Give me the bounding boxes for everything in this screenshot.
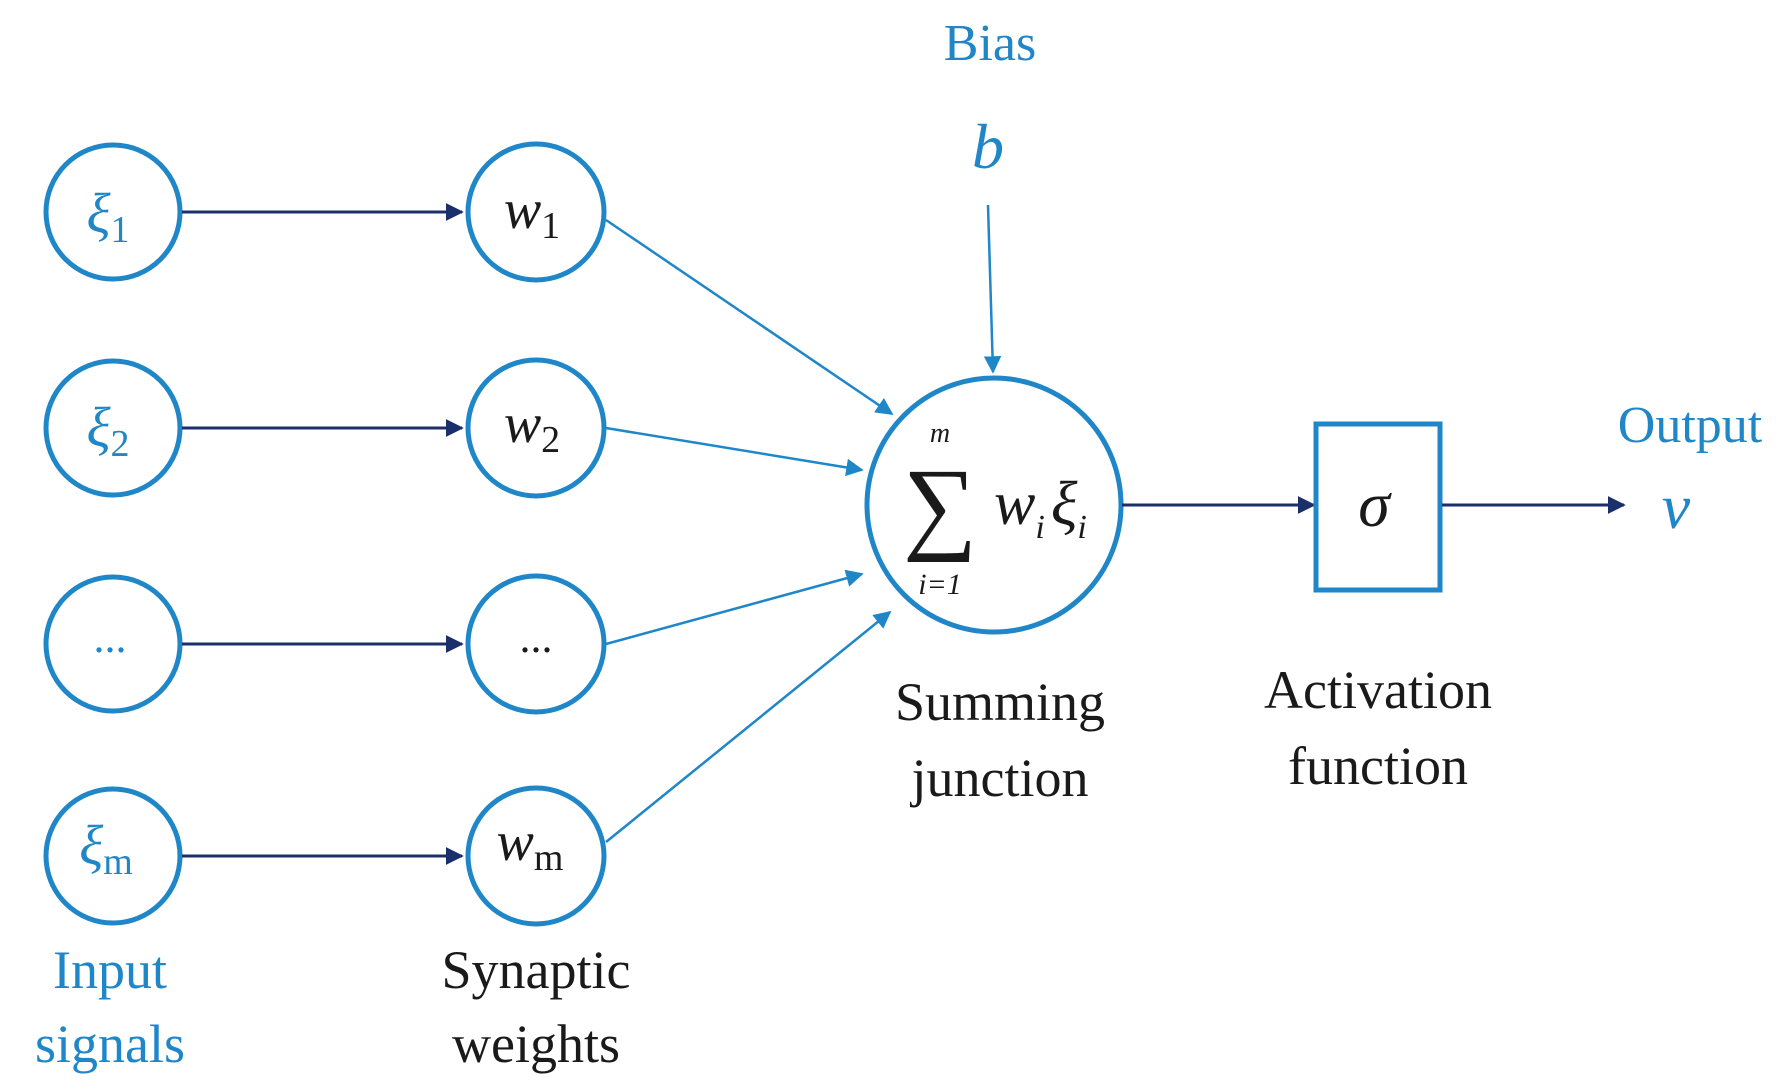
sum-input-index: i <box>1077 509 1086 546</box>
arrow-weight-ellipsis-sum <box>605 569 864 646</box>
weight-2-subscript: 2 <box>541 419 560 461</box>
input-node-ellipsis: ... <box>43 574 183 714</box>
weight-1-symbol: w <box>504 179 541 241</box>
activation-function-label-line2: function <box>1288 736 1468 796</box>
output-title: Output <box>1618 397 1763 454</box>
sum-input: ξ <box>1051 470 1078 538</box>
arrow-weight2-sum <box>605 426 864 477</box>
sum-weight-index: i <box>1035 509 1044 546</box>
input-node-1: ξ1 <box>43 142 183 282</box>
sigma-symbol: ∑ <box>903 448 977 563</box>
input-m-subscript: m <box>103 841 133 883</box>
svg-text:ξm: ξm <box>79 815 133 883</box>
svg-text:wiξi: wiξi <box>994 470 1087 546</box>
activation-box: σ <box>1313 421 1443 593</box>
weight-2-symbol: w <box>504 393 541 455</box>
weight-1-subscript: 1 <box>541 205 560 247</box>
summing-junction-label-line1: Summing <box>895 672 1105 732</box>
output-symbol: v <box>1662 471 1691 542</box>
input-1-subscript: 1 <box>110 209 129 251</box>
weight-m-symbol: w <box>497 811 534 873</box>
input-signals-label-line1: Input <box>53 940 167 1000</box>
bias-arrow <box>983 204 1002 374</box>
input-node-m: ξm <box>43 786 183 926</box>
svg-text:w2: w2 <box>504 393 560 461</box>
synaptic-weights-label-line1: Synaptic <box>442 940 631 1000</box>
input-signals-label-line2: signals <box>35 1014 185 1074</box>
weight-node-ellipsis: ... <box>465 573 607 715</box>
svg-text:ξ1: ξ1 <box>87 183 130 251</box>
summing-junction-label-line2: junction <box>910 748 1089 808</box>
input-node-2: ξ2 <box>43 358 183 498</box>
input-ellipsis: ... <box>94 613 127 662</box>
arrow-weight1-sum <box>605 218 894 416</box>
arrow-weightm-sum <box>605 610 892 843</box>
weight-node-2: w2 <box>465 357 607 499</box>
input-m-symbol: ξ <box>79 815 103 877</box>
sum-weight: w <box>994 470 1035 538</box>
synaptic-weights-label-line2: weights <box>452 1014 620 1074</box>
input-2-symbol: ξ <box>87 397 111 459</box>
weight-ellipsis: ... <box>520 613 553 662</box>
sum-upper-limit: m <box>930 418 950 449</box>
weight-node-1: w1 <box>465 141 607 283</box>
input-2-subscript: 2 <box>110 423 129 465</box>
sum-lower-limit: i=1 <box>918 568 962 601</box>
svg-text:w1: w1 <box>504 179 560 247</box>
summing-junction: m ∑ i=1 wiξi <box>864 375 1124 635</box>
bias-symbol: b <box>972 111 1004 182</box>
weight-m-subscript: m <box>534 837 564 879</box>
input-1-symbol: ξ <box>87 183 111 245</box>
sigma-activation-symbol: σ <box>1358 469 1392 540</box>
activation-function-label-line1: Activation <box>1264 660 1492 720</box>
svg-text:wm: wm <box>497 811 564 879</box>
weight-node-m: wm <box>465 785 607 927</box>
svg-text:ξ2: ξ2 <box>87 397 130 465</box>
bias-title: Bias <box>944 15 1036 72</box>
